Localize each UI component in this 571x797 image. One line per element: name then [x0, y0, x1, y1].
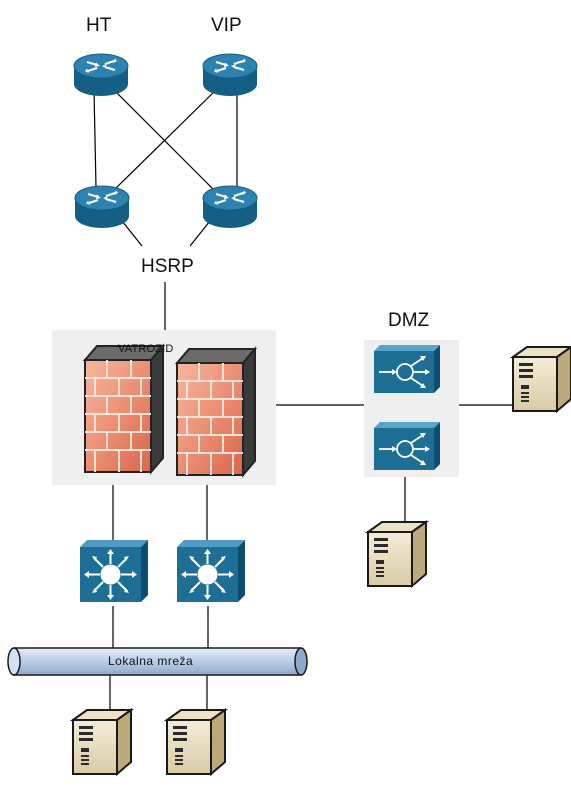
- lan-label: Lokalna mreža: [108, 654, 194, 668]
- router-icon: [73, 53, 129, 97]
- isp-label-vip: VIP: [211, 15, 242, 36]
- content-switch-icon: [373, 344, 441, 394]
- router-icon: [74, 185, 130, 229]
- server-icon: [166, 709, 226, 775]
- hsrp-label: HSRP: [141, 256, 194, 277]
- server-icon: [72, 709, 132, 775]
- layer3-switch-icon: [79, 539, 149, 603]
- content-switch-icon: [373, 421, 441, 471]
- server-icon: [367, 521, 427, 587]
- dmz-label: DMZ: [388, 310, 430, 331]
- firewall-icon: [176, 348, 256, 476]
- firewall-icon: [84, 345, 164, 473]
- layer3-switch-icon: [176, 539, 246, 603]
- router-icon: [202, 185, 258, 229]
- server-icon: [512, 346, 571, 412]
- router-icon: [202, 53, 258, 97]
- isp-label-ht: HT: [86, 15, 112, 36]
- firewall-label: VATROZID: [118, 343, 174, 355]
- lan-bus: [7, 647, 308, 676]
